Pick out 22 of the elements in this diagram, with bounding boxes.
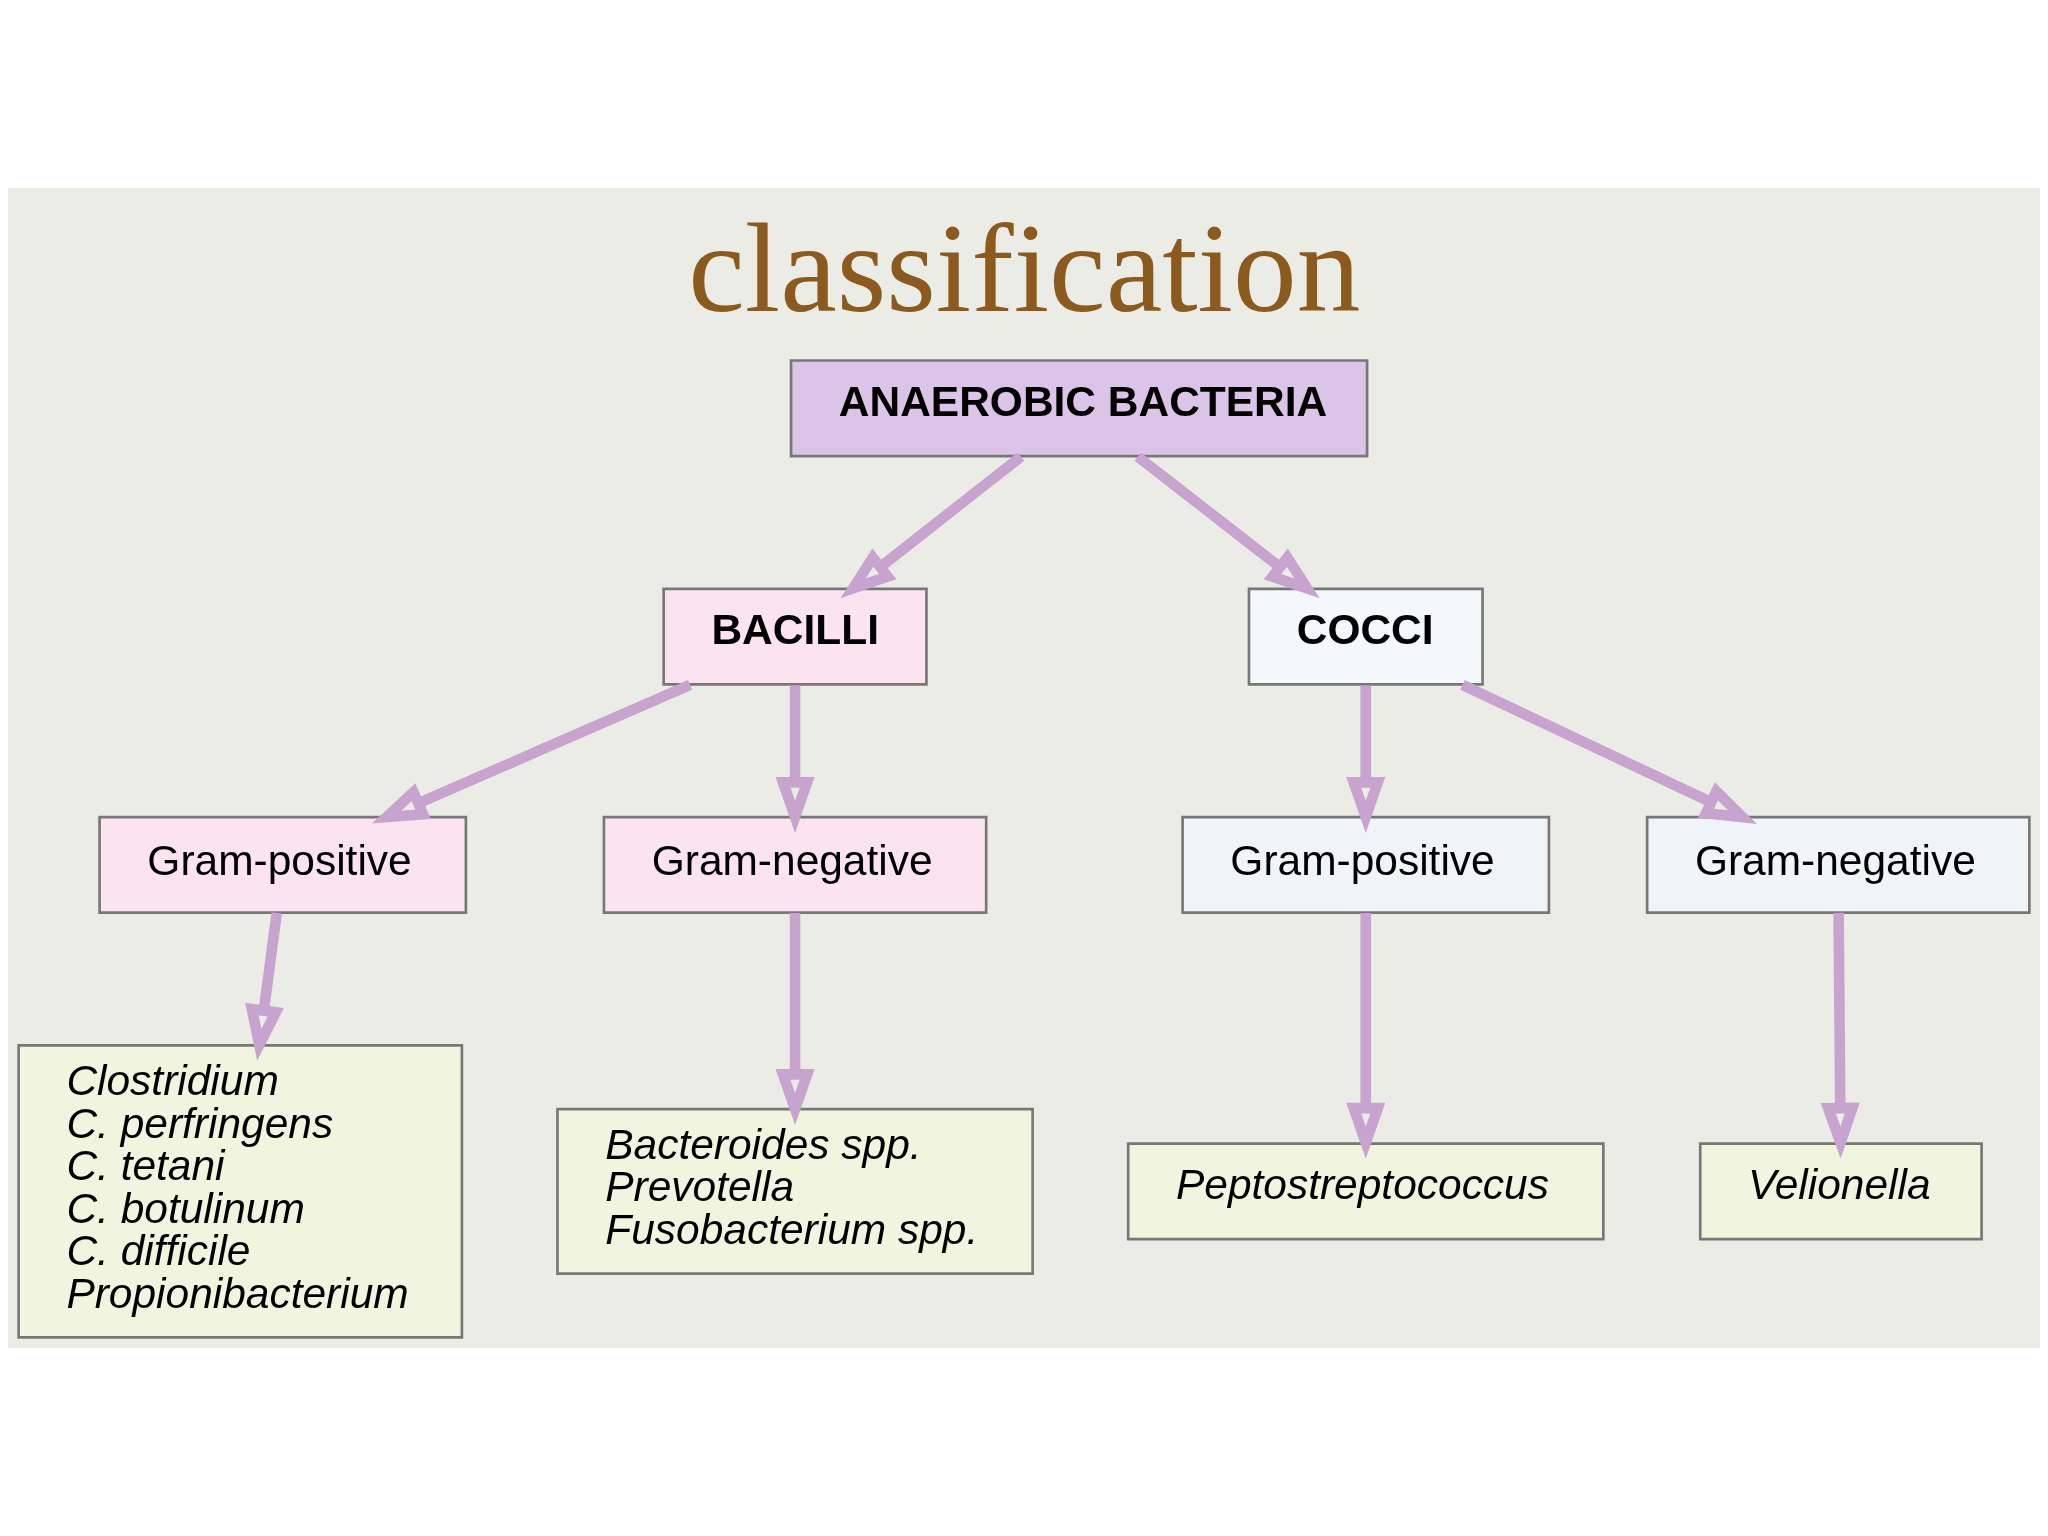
arrow bbox=[1346, 912, 1386, 1159]
node-box: Gram-positive bbox=[98, 815, 468, 914]
node-box: Clostridium C. perfringens C. tetani C. botulinum C. difficile Propionibacterium bbox=[17, 1044, 464, 1339]
arrow bbox=[1346, 685, 1386, 833]
arrow bbox=[371, 680, 693, 824]
node-box: Velionella bbox=[1698, 1142, 1983, 1241]
node-box: Bacteroides spp. Prevotella Fusobacterium spp. bbox=[556, 1107, 1034, 1275]
node-box: BACILLI bbox=[662, 587, 928, 686]
node-box: Peptostreptococcus bbox=[1126, 1142, 1605, 1241]
node-box: Gram-negative bbox=[1645, 815, 2031, 914]
arrow bbox=[775, 912, 815, 1125]
arrow bbox=[775, 685, 815, 833]
arrow bbox=[1460, 680, 1757, 824]
arrow bbox=[245, 912, 284, 1061]
arrow bbox=[840, 452, 1025, 599]
diagram-title: classification bbox=[688, 197, 1361, 340]
arrow bbox=[1134, 452, 1320, 599]
node-box: Gram-negative bbox=[602, 815, 988, 914]
node-box: ANAEROBIC BACTERIA bbox=[789, 359, 1369, 458]
arrow bbox=[1820, 912, 1860, 1159]
node-box: Gram-positive bbox=[1181, 815, 1551, 914]
node-box: COCCI bbox=[1247, 587, 1484, 686]
